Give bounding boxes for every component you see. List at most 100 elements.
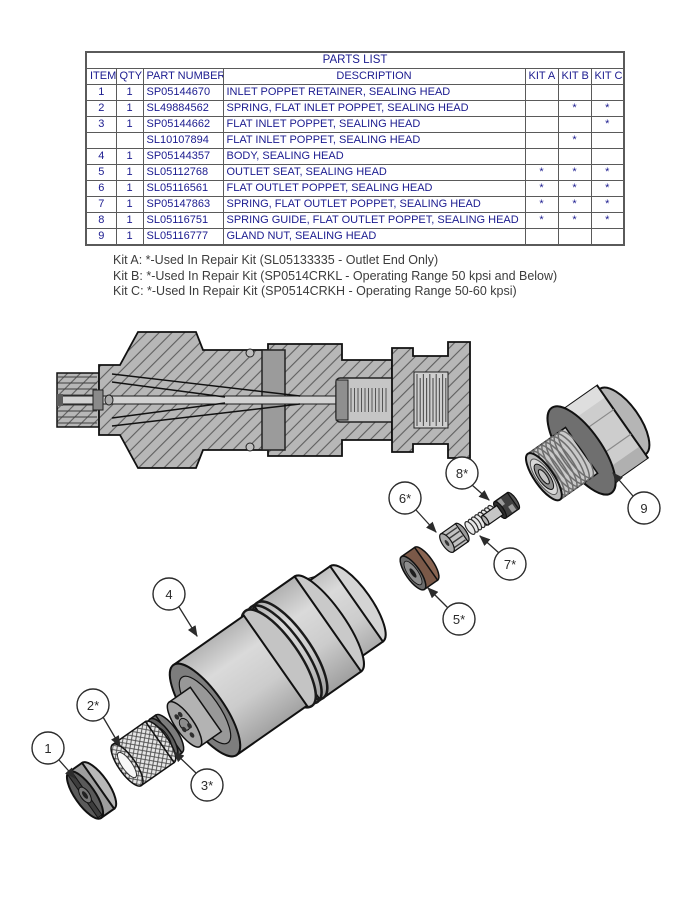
table-row: 8 1 SL05116751 SPRING GUIDE, FLAT OUTLET… [85,212,625,229]
column-header-kit-b: KIT B [557,68,592,85]
cell-part-number: SP05147863 [142,196,224,213]
callout-item-7: 7* [479,535,527,581]
cell-item: 5 [85,164,117,181]
table-header-row: ITEM QTY PART NUMBER DESCRIPTION KIT A K… [85,68,625,85]
kit-note-line: Kit C: *-Used In Repair Kit (SP0514CRKH … [113,284,517,298]
cell-kit-b: * [557,100,592,117]
callout-label-1: 1 [44,741,51,756]
table-row: 5 1 SL05112768 OUTLET SEAT, SEALING HEAD… [85,164,625,181]
cell-part-number: SP05144670 [142,84,224,101]
table-row: 6 1 SL05116561 FLAT OUTLET POPPET, SEALI… [85,180,625,197]
gland-nut-part [525,384,651,502]
cell-kit-a: * [524,196,559,213]
callout-item-3: 3* [173,751,224,802]
callout-item-4: 4 [152,577,198,637]
sealing-head-drawing: 1 2* 3* 4 5* 6* 7* [31,331,661,820]
table-row: 2 1 SL49884562 SPRING, FLAT INLET POPPET… [85,100,625,117]
cell-item [85,132,117,149]
cell-kit-c [590,84,625,101]
cell-kit-c: * [590,180,625,197]
cell-description: FLAT INLET POPPET, SEALING HEAD [222,132,526,149]
cell-kit-b: * [557,164,592,181]
kit-note-line: Kit A: *-Used In Repair Kit (SL05133335 … [113,253,439,267]
cell-description: OUTLET SEAT, SEALING HEAD [222,164,526,181]
callout-item-2: 2* [76,688,121,747]
cell-kit-b [557,148,592,165]
table-row: 1 1 SP05144670 INLET POPPET RETAINER, SE… [85,84,625,101]
column-header-qty: QTY [115,68,144,85]
cell-item: 4 [85,148,117,165]
cell-kit-b: * [557,196,592,213]
column-header-description: DESCRIPTION [222,68,526,85]
cell-qty [115,132,144,149]
cell-kit-a [524,148,559,165]
table-row: 9 1 SL05116777 GLAND NUT, SEALING HEAD [85,228,625,246]
cell-description: SPRING, FLAT OUTLET POPPET, SEALING HEAD [222,196,526,213]
flat-outlet-poppet-part [439,522,470,553]
column-header-kit-c: KIT C [590,68,625,85]
callout-label-6: 6* [399,491,411,506]
callout-label-4: 4 [165,587,172,602]
table-title: PARTS LIST [85,51,625,69]
cell-qty: 1 [115,100,144,117]
cell-kit-c: * [590,100,625,117]
section-gland-nut [391,341,471,459]
cell-kit-b: * [557,180,592,197]
cell-kit-b: * [557,132,592,149]
cell-qty: 1 [115,180,144,197]
kit-notes: Kit A: *-Used In Repair Kit (SL05133335 … [113,253,557,300]
cell-kit-b: * [557,212,592,229]
cell-kit-b [557,228,592,246]
callout-label-9: 9 [640,501,647,516]
cell-part-number: SL10107894 [142,132,224,149]
table-row: 7 1 SP05147863 SPRING, FLAT OUTLET POPPE… [85,196,625,213]
callout-label-7: 7* [504,557,516,572]
cell-part-number: SL49884562 [142,100,224,117]
cell-part-number: SP05144662 [142,116,224,133]
cell-kit-c: * [590,116,625,133]
cell-kit-c [590,228,625,246]
kit-note-line: Kit B: *-Used In Repair Kit (SP0514CRKL … [113,268,558,283]
cell-kit-a [524,84,559,101]
callouts: 1 2* 3* 4 5* 6* 7* [31,456,661,802]
cell-description: INLET POPPET RETAINER, SEALING HEAD [222,84,526,101]
cell-qty: 1 [115,196,144,213]
callout-label-3: 3* [201,778,213,793]
cell-kit-b [557,84,592,101]
cell-item: 7 [85,196,117,213]
cell-part-number: SL05116751 [142,212,224,229]
column-header-item: ITEM [85,68,117,85]
cell-part-number: SL05112768 [142,164,224,181]
cell-description: GLAND NUT, SEALING HEAD [222,228,526,246]
cell-item: 8 [85,212,117,229]
cell-qty: 1 [115,212,144,229]
cell-qty: 1 [115,84,144,101]
callout-item-5: 5* [427,587,476,636]
callout-label-5: 5* [453,612,465,627]
table-row: SL10107894 FLAT INLET POPPET, SEALING HE… [85,132,625,149]
callout-item-1: 1 [31,731,76,779]
cell-kit-c: * [590,196,625,213]
cell-qty: 1 [115,228,144,246]
column-header-part-number: PART NUMBER [142,68,224,85]
cell-item: 1 [85,84,117,101]
cell-kit-c [590,148,625,165]
cell-part-number: SP05144357 [142,148,224,165]
cell-kit-a: * [524,164,559,181]
cross-section-drawing [56,331,471,469]
cell-description: BODY, SEALING HEAD [222,148,526,165]
cell-item: 9 [85,228,117,246]
table-row: 3 1 SP05144662 FLAT INLET POPPET, SEALIN… [85,116,625,133]
inlet-spring-part [110,720,177,787]
cell-description: FLAT INLET POPPET, SEALING HEAD [222,116,526,133]
cell-description: FLAT OUTLET POPPET, SEALING HEAD [222,180,526,197]
cell-item: 3 [85,116,117,133]
body-part [166,564,387,758]
callout-label-2: 2* [87,698,99,713]
cell-kit-a: * [524,212,559,229]
cell-qty: 1 [115,164,144,181]
cell-kit-a [524,100,559,117]
cell-kit-c: * [590,212,625,229]
cell-description: SPRING GUIDE, FLAT OUTLET POPPET, SEALIN… [222,212,526,229]
cell-item: 6 [85,180,117,197]
